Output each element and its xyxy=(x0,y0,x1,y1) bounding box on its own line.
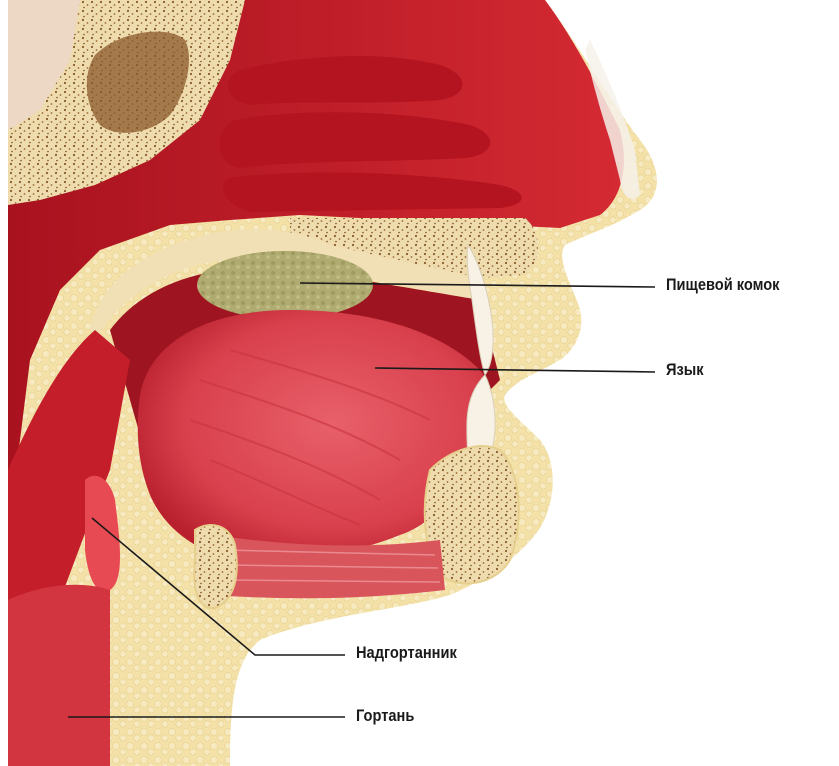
label-tongue: Язык xyxy=(666,360,704,380)
food-bolus xyxy=(197,251,373,319)
label-epiglottis: Надгортанник xyxy=(356,643,457,663)
larynx xyxy=(8,585,120,766)
hyoid-bone xyxy=(194,525,237,608)
label-food-bolus: Пищевой комок xyxy=(666,275,779,295)
label-larynx: Гортань xyxy=(356,706,414,726)
